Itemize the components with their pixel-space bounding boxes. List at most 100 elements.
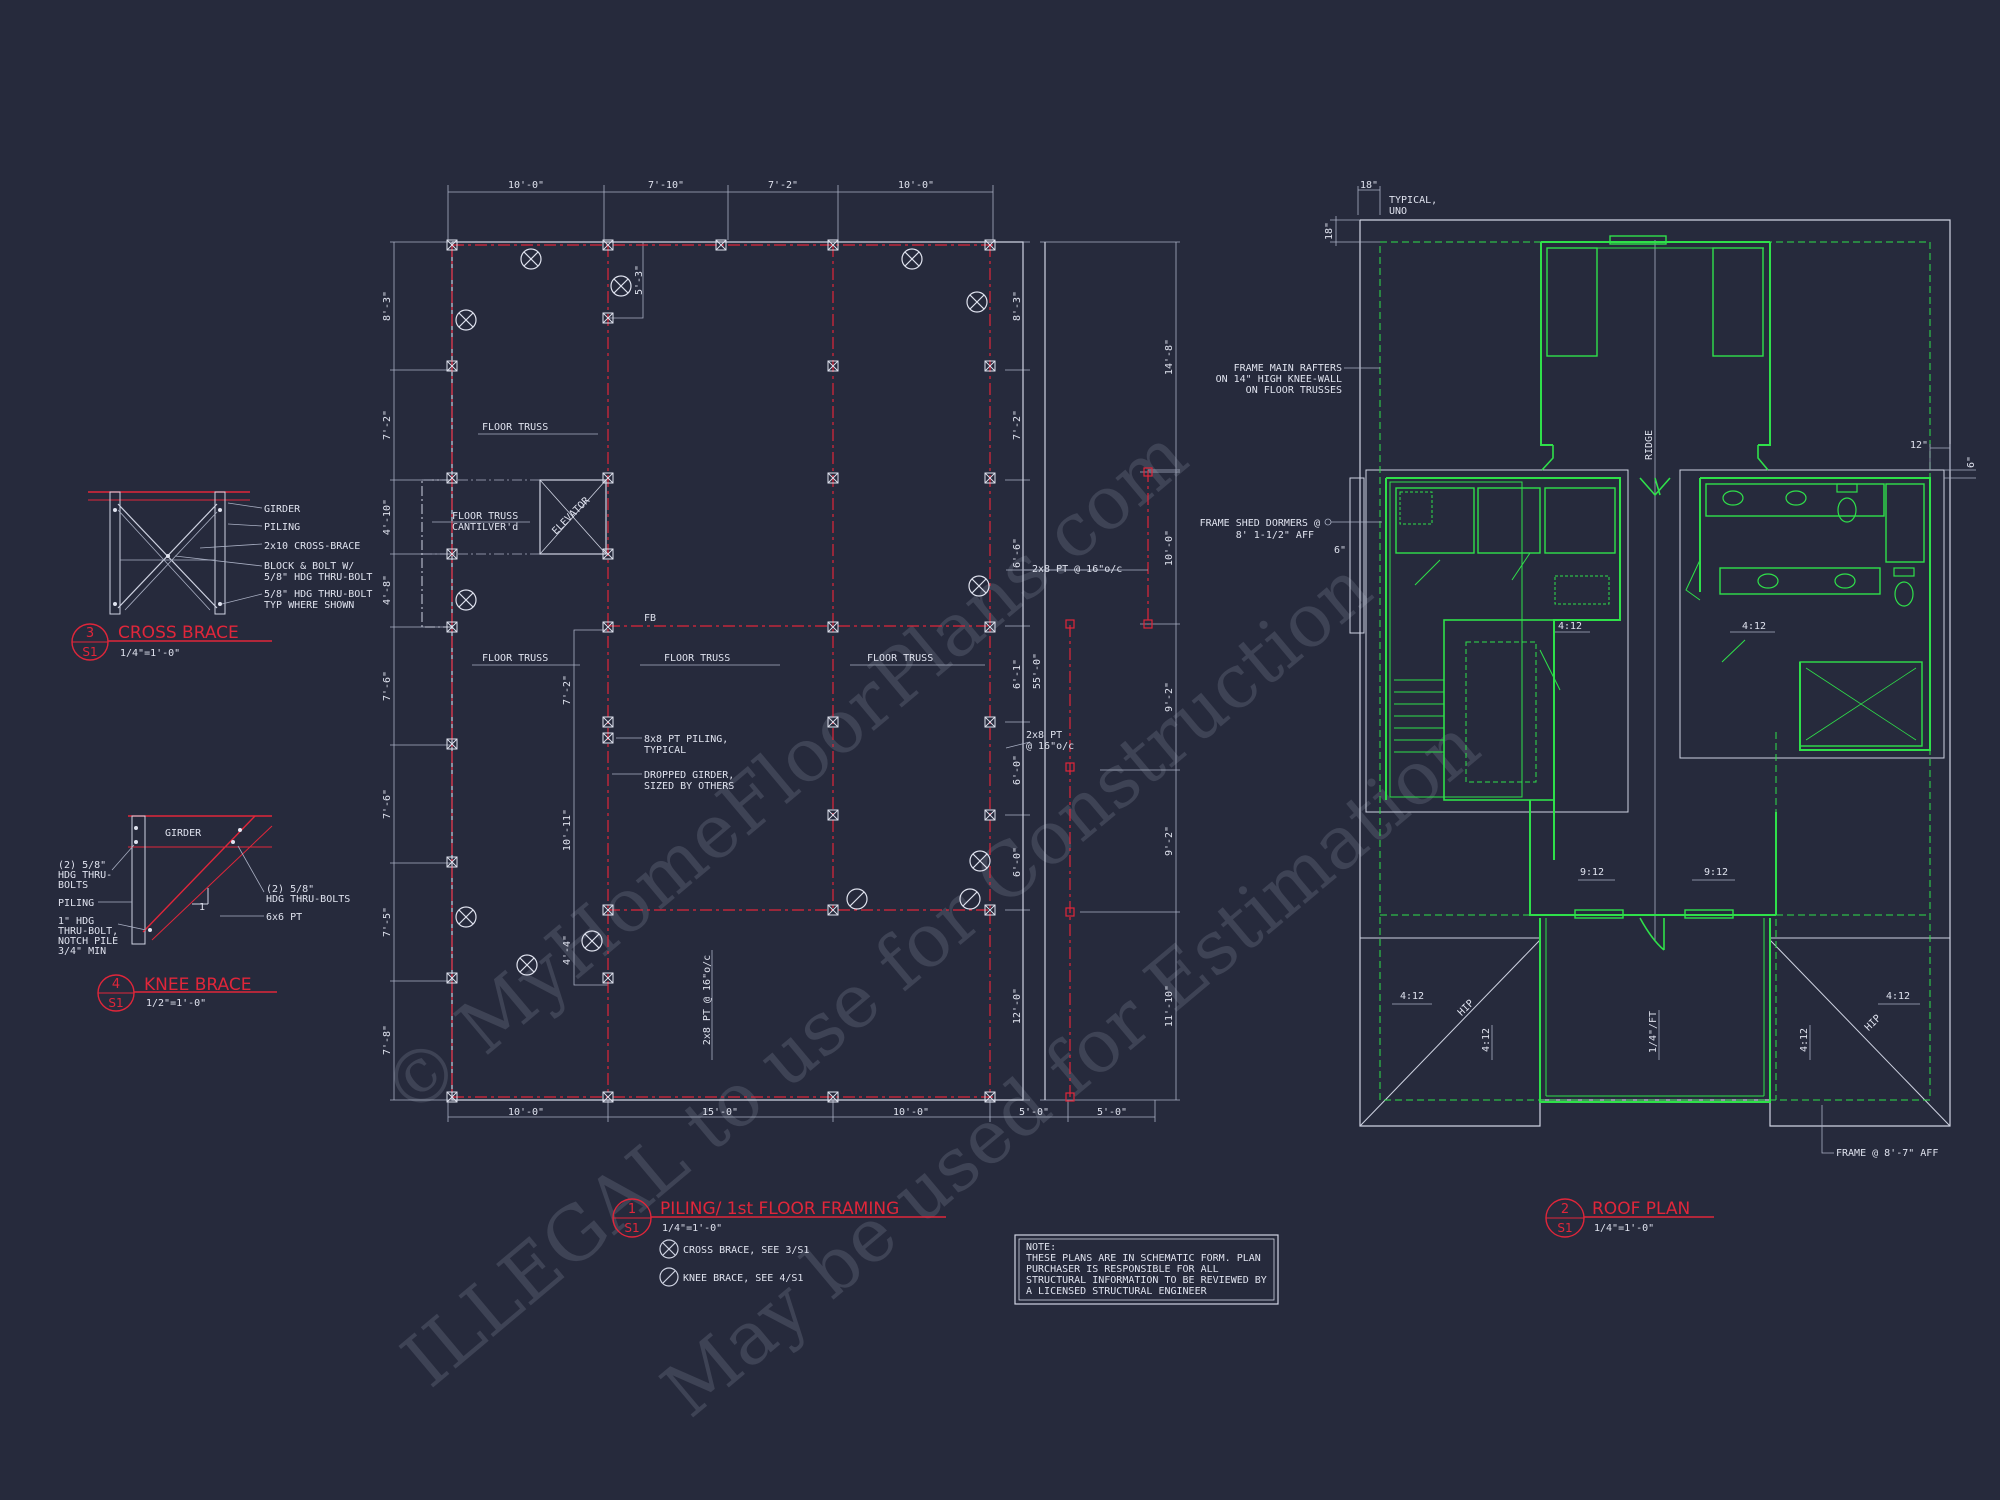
joist-note-1: 2x8 PT @ 16"o/c <box>702 955 713 1045</box>
label-hdg-2: THRU-BOLT, <box>58 926 118 937</box>
piling-marker <box>1065 619 1075 629</box>
knee-brace-symbol <box>846 888 868 910</box>
floor-truss-5: FLOOR TRUSS <box>867 653 933 664</box>
label-hdg-3: NOTCH PILE <box>58 936 118 947</box>
label-block-bolt-1: BLOCK & BOLT W/ <box>264 561 354 572</box>
piling-framing-plan: 10'-0" 7'-10" 7'-2" 10'-0" 8'-3" 7'-2" 4… <box>382 180 1180 1287</box>
cross-brace-detail: GIRDER PILING 2x10 CROSS-BRACE BLOCK & B… <box>71 491 372 661</box>
cross-brace-symbol <box>516 954 538 976</box>
dim-right-inner-1: 8'-3" <box>1012 291 1023 321</box>
piling <box>446 360 458 372</box>
detail-scale: 1/2"=1'-0" <box>146 998 206 1009</box>
dim-right-inner-5: 6'-0" <box>1012 755 1023 785</box>
piling-marker <box>1065 762 1075 772</box>
cross-brace-symbol <box>455 309 477 331</box>
piling <box>602 1091 614 1103</box>
label-hdg-1: 1" HDG <box>58 916 94 927</box>
note-box: NOTE: THESE PLANS ARE IN SCHEMATIC FORM.… <box>1014 1234 1279 1305</box>
dim-18-side: 18" <box>1324 222 1335 240</box>
label-post: 6x6 PT <box>266 912 302 923</box>
dim-right-inner-4: 6'-1" <box>1012 659 1023 689</box>
dormer-note-2: 8' 1-1/2" AFF <box>1236 530 1314 541</box>
dim-right-inner-6: 6'-0" <box>1012 847 1023 877</box>
piling <box>827 716 839 728</box>
joist-note-4: 2x8 PT @ 16"o/c <box>1032 564 1122 575</box>
detail-scale: 1/4"=1'-0" <box>120 648 180 659</box>
dim-bottom-1: 10'-0" <box>508 1107 544 1118</box>
note-line-2: PURCHASER IS RESPONSIBLE FOR ALL <box>1026 1264 1219 1275</box>
label-cross-brace: 2x10 CROSS-BRACE <box>264 541 360 552</box>
dim-bottom-4: 5'-0" <box>1019 1107 1049 1118</box>
dim-left-5: 7'-6" <box>382 671 393 701</box>
label-bolts-left-1: (2) 5/8" <box>58 860 106 871</box>
cross-brace-symbol <box>901 248 923 270</box>
plan-callout-sheet: S1 <box>624 1221 639 1235</box>
typical-2: UNO <box>1389 206 1407 217</box>
cross-brace-symbol <box>966 291 988 313</box>
piling <box>827 621 839 633</box>
piling <box>446 738 458 750</box>
dim-5-3: 5'-3" <box>634 265 645 295</box>
cross-brace-symbol <box>610 275 632 297</box>
knee-brace-symbol <box>959 888 981 910</box>
dim-right-outer-3: 9'-2" <box>1164 682 1175 712</box>
roof-title: ROOF PLAN <box>1592 1199 1690 1219</box>
piling <box>827 904 839 916</box>
joist-note-3: @ 16"o/c <box>1026 741 1074 752</box>
piling <box>446 621 458 633</box>
piling <box>984 360 996 372</box>
piling <box>984 904 996 916</box>
dim-right-outer-5: 11'-10" <box>1164 985 1175 1027</box>
piling <box>446 548 458 560</box>
label-thru-bolt-2: TYP WHERE SHOWN <box>264 600 354 611</box>
top-dim-ticks <box>447 185 994 240</box>
dim-4-4: 4'-4" <box>562 935 573 965</box>
joist-note-2: 2x8 PT <box>1026 730 1062 741</box>
piling <box>446 472 458 484</box>
cross-brace-symbol <box>968 575 990 597</box>
legend-knee-brace: KNEE BRACE, SEE 4/S1 <box>683 1273 803 1284</box>
note-line-1: THESE PLANS ARE IN SCHEMATIC FORM. PLAN <box>1026 1253 1261 1264</box>
pitch-flat: 1/4"/FT <box>1648 1011 1659 1053</box>
floor-truss-2: FLOOR TRUSS <box>452 511 518 522</box>
watermark: © MyHomeFloorPlans.com ILLEGAL to use fo… <box>366 412 1495 1434</box>
piling-marker <box>1065 1092 1075 1102</box>
plan-scale: 1/4"=1'-0" <box>662 1223 722 1234</box>
hip-right: HIP <box>1863 1013 1884 1034</box>
callout-num: 3 <box>86 626 94 641</box>
label-piling: PILING <box>264 522 300 533</box>
dim-bottom-2: 15'-0" <box>702 1107 738 1118</box>
piling-note-2: TYPICAL <box>644 745 686 756</box>
piling <box>984 621 996 633</box>
roof-scale: 1/4"=1'-0" <box>1594 1223 1654 1234</box>
label-girder: GIRDER <box>165 828 202 839</box>
frame-note: FRAME @ 8'-7" AFF <box>1836 1148 1938 1159</box>
dim-7-2: 7'-2" <box>562 675 573 705</box>
callout-sheet: S1 <box>82 645 97 659</box>
dim-bottom-3: 10'-0" <box>893 1107 929 1118</box>
label-piling: PILING <box>58 898 94 909</box>
note-line-4: A LICENSED STRUCTURAL ENGINEER <box>1026 1286 1208 1297</box>
roof-framing <box>1385 235 1931 1103</box>
dim-top-3: 7'-2" <box>768 180 798 191</box>
dim-6b: 6" <box>1966 456 1977 468</box>
piling <box>984 716 996 728</box>
dim-right-inner-7: 12'-0" <box>1012 988 1023 1024</box>
framing-labels: FLOOR TRUSS FLOOR TRUSS CANTILVER'd FLOO… <box>432 265 1122 1060</box>
dim-right-inner-3: 6'-6" <box>1012 538 1023 568</box>
pitch-6: 4:12 <box>1886 991 1910 1002</box>
pitch-8: 4:12 <box>1799 1028 1810 1052</box>
label-slope: 1 <box>199 902 205 913</box>
piling <box>446 856 458 868</box>
piling-note-1: 8x8 PT PILING, <box>644 734 728 745</box>
pitch-3: 9:12 <box>1580 867 1604 878</box>
piling <box>602 716 614 728</box>
dormer-note-1: FRAME SHED DORMERS @ <box>1200 518 1320 529</box>
pitch-1: 4:12 <box>1558 621 1582 632</box>
piling <box>984 472 996 484</box>
dim-right-outer-1: 14'-8" <box>1164 339 1175 375</box>
typical-1: TYPICAL, <box>1389 195 1437 206</box>
piling <box>602 239 614 251</box>
